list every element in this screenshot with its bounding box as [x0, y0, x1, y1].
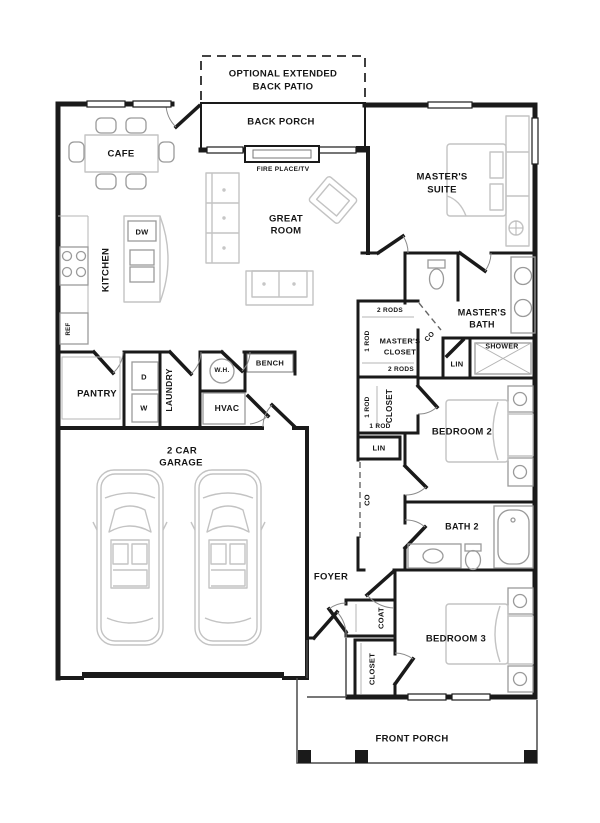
kitchen-fixtures [58, 215, 294, 425]
cafe-furniture [68, 117, 175, 190]
great-room-furniture [205, 172, 358, 306]
label-bench: BENCH [255, 358, 285, 368]
label-master-closet-1: MASTER'S [379, 336, 421, 346]
bedroom2-furniture [445, 385, 534, 487]
label-water-heater: W.H. [214, 366, 230, 374]
windows [86, 100, 539, 701]
label-master-closet-2: CLOSET [383, 347, 417, 357]
porch-posts [298, 750, 537, 763]
label-closet2: CLOSET [385, 388, 394, 424]
label-master-suite-2: SUITE [427, 184, 457, 196]
garage-walls [56, 146, 370, 680]
label-kitchen: KITCHEN [100, 247, 112, 293]
label-front-porch: FRONT PORCH [375, 733, 449, 745]
label-garage-2: GARAGE [159, 457, 203, 469]
garage-cars [92, 469, 266, 646]
fireplace [244, 145, 320, 163]
label-bedroom3: BEDROOM 3 [425, 633, 487, 645]
label-rods-bottom: 2 RODS [387, 365, 415, 373]
label-patio-line1: OPTIONAL EXTENDED [228, 68, 338, 80]
label-patio-line2: BACK PATIO [252, 81, 314, 93]
label-co-hall: CO [362, 494, 372, 506]
label-laundry: LAUNDRY [163, 368, 174, 412]
master-bath-fixtures [427, 256, 536, 375]
label-master-suite-1: MASTER'S [416, 171, 468, 183]
label-dryer: D [141, 372, 147, 382]
label-rods-top: 2 RODS [376, 306, 404, 314]
label-great-room-1: GREAT [268, 213, 304, 225]
bedroom3-furniture [445, 587, 534, 693]
label-closet2-rod-left: 1 ROD [363, 396, 371, 418]
door-swing-arcs [112, 103, 492, 660]
patio-outline [200, 55, 366, 100]
label-ref: REF [66, 322, 72, 336]
label-coat: COAT [376, 607, 386, 629]
label-cafe: CAFE [107, 148, 135, 160]
label-bath2: BATH 2 [445, 521, 479, 532]
bath2-fixtures [407, 505, 534, 571]
label-closet3: CLOSET [367, 652, 377, 686]
label-garage-1: 2 CAR [166, 445, 198, 457]
label-bedroom2: BEDROOM 2 [431, 426, 493, 438]
label-rod-left: 1 ROD [363, 330, 371, 352]
label-washer: W [140, 403, 148, 413]
front-porch-outline [296, 638, 538, 764]
label-closet2-rod-bottom: 1 ROD [369, 422, 391, 430]
back-porch-outline [200, 102, 366, 148]
label-great-room-2: ROOM [270, 225, 302, 237]
label-pantry: PANTRY [77, 388, 117, 400]
label-back-porch: BACK PORCH [247, 116, 315, 128]
cased-opening-dashes [359, 302, 442, 538]
label-lin-hall: LIN [372, 443, 386, 453]
label-master-bath-2: BATH [469, 319, 495, 330]
label-master-bath-1: MASTER'S [457, 307, 507, 318]
interior-walls [56, 251, 537, 699]
label-dw: DW [135, 227, 149, 237]
label-shower: SHOWER [485, 343, 519, 351]
label-foyer: FOYER [313, 571, 349, 583]
label-lin-bath: LIN [450, 359, 464, 369]
label-fireplace: FIRE PLACE/TV [256, 165, 310, 173]
label-hvac: HVAC [214, 402, 240, 413]
master-suite-furniture [446, 115, 530, 247]
closet-rods [355, 316, 414, 694]
